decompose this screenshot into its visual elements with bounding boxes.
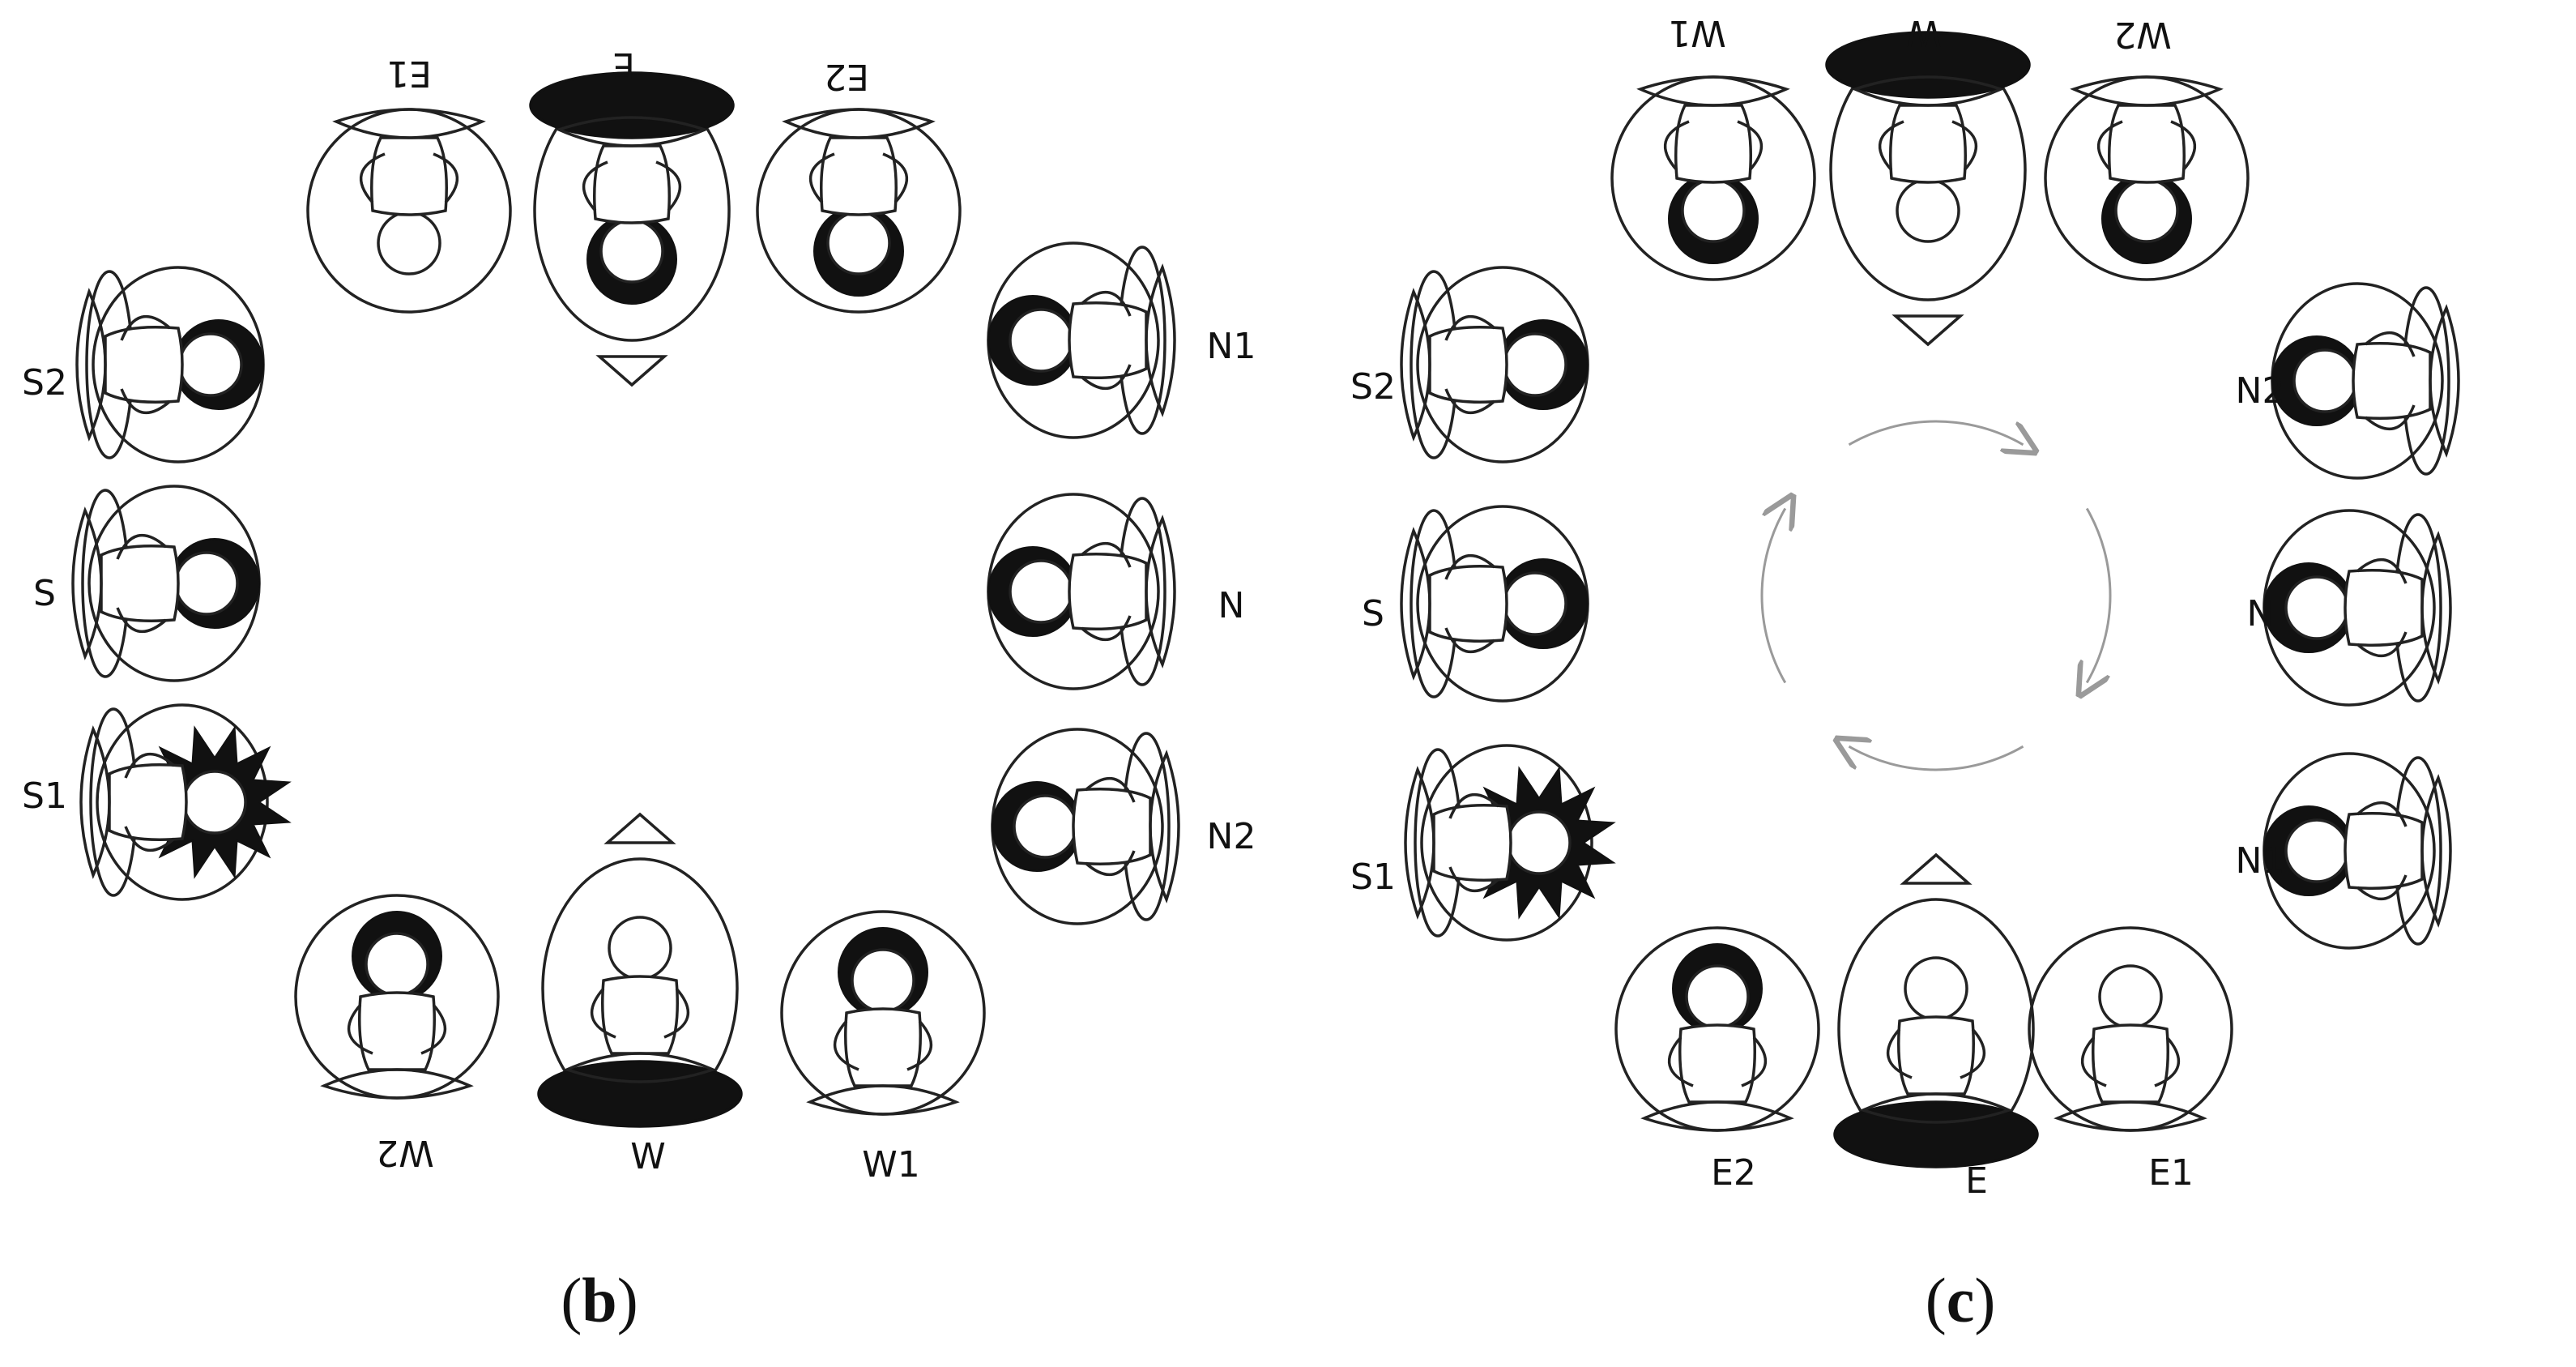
panel-c-figure-s <box>1400 505 1589 703</box>
panel-b-figure-e <box>529 71 735 387</box>
panel-c-figure-s1 <box>1404 744 1616 942</box>
panel-b-label-n2: N2 <box>1207 816 1256 857</box>
panel-b-figure-w <box>537 812 743 1128</box>
panel-b-label-s2: S2 <box>22 362 67 404</box>
panel-c-figure-n2 <box>2271 282 2460 480</box>
panel-c-label-n: N <box>2247 593 2274 634</box>
rotation-arrow-1 <box>1848 420 2024 445</box>
panel-b-label-w1: W1 <box>862 1144 920 1185</box>
rotation-arrows <box>1760 420 2112 771</box>
panel-b-figure-e2 <box>756 108 962 314</box>
panel-b-caption: (b) <box>561 1265 638 1335</box>
panel-c-figure-w2 <box>2044 75 2250 281</box>
panel-b-label-e2: E2 <box>824 56 869 97</box>
panel-c-figure-w1 <box>1610 75 1816 281</box>
panel-b-label-e: E <box>612 45 635 86</box>
panel-c-figure-n <box>2263 509 2452 707</box>
panel-c-label-w: W <box>1906 12 1942 53</box>
panel-c-figure-s2 <box>1400 266 1589 463</box>
rotation-arrow-2 <box>2087 507 2112 683</box>
panel-b-figure-n2 <box>991 728 1180 925</box>
rotation-arrow-4 <box>1760 509 1785 684</box>
panel-c-label-w1: W1 <box>1668 12 1726 53</box>
panel-b-figure-s2 <box>75 266 265 463</box>
panel-c-figure-n1 <box>2263 752 2452 950</box>
panel-c-label-n2: N2 <box>2236 370 2285 412</box>
panel-b-figure-w1 <box>780 910 986 1116</box>
panel-b-label-w: W <box>630 1136 666 1177</box>
panel-b-figure-e1 <box>306 108 512 314</box>
panel-c-figure-e <box>1833 852 2039 1168</box>
panel-c-figure-w <box>1825 31 2031 347</box>
panel-b-label-n: N <box>1218 585 1245 626</box>
panel-b-label-s1: S1 <box>22 775 67 817</box>
panel-b-label-n1: N1 <box>1207 326 1256 367</box>
panel-b-figure-n1 <box>987 241 1176 439</box>
panel-b-label-s: S <box>33 573 56 614</box>
panel-c-label-n1: N1 <box>2236 840 2285 882</box>
panel-b-label-e1: E1 <box>386 53 432 94</box>
panel-b-figure-s <box>71 485 261 682</box>
panel-c-label-w2: W2 <box>2113 14 2172 55</box>
panel-b-figure-n <box>987 493 1176 690</box>
panel-c-label-s2: S2 <box>1350 366 1396 408</box>
panel-c-caption: (c) <box>1925 1265 1996 1335</box>
panel-c-label-s1: S1 <box>1350 857 1396 898</box>
panel-c-figure-e2 <box>1614 926 1820 1132</box>
panel-c-label-s: S <box>1362 593 1384 634</box>
panel-c-figure-e1 <box>2028 926 2233 1132</box>
panel-c-label-e: E <box>1965 1160 1988 1202</box>
panel-c-label-e2: E2 <box>1711 1152 1756 1194</box>
panel-b-label-w2: W2 <box>376 1132 434 1173</box>
panel-b-figure-s1 <box>79 703 292 901</box>
panel-b-figure-w2 <box>294 894 500 1100</box>
panel-c-label-e1: E1 <box>2148 1152 2194 1194</box>
rotation-arrow-3 <box>1849 746 2024 771</box>
